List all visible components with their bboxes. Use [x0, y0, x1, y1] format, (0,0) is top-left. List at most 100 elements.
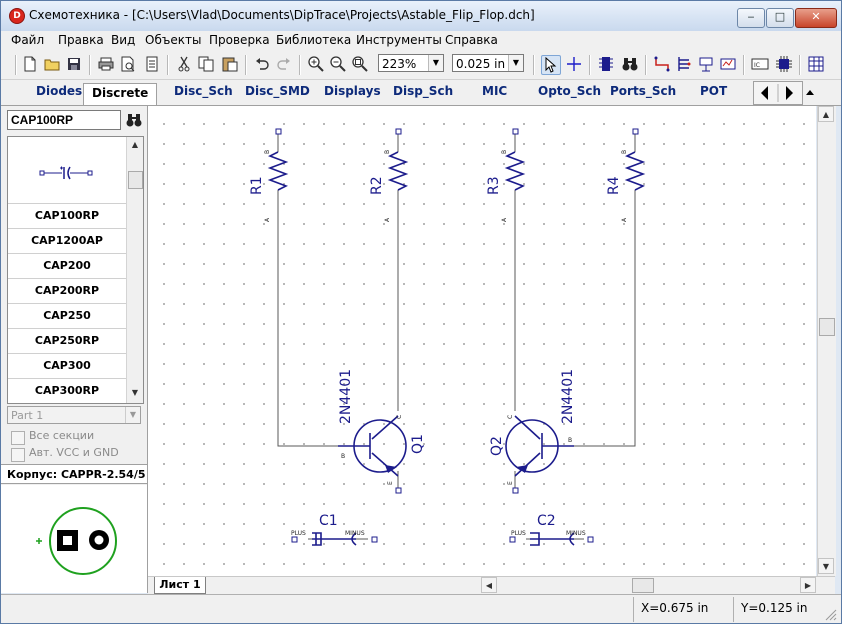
grid-size-value: 0.025 in — [456, 57, 506, 71]
list-item[interactable]: CAP1200AP — [8, 228, 126, 253]
component-list[interactable]: CAP100RP CAP1200AP CAP200 CAP200RP CAP25… — [7, 136, 144, 404]
scroll-thumb[interactable] — [819, 318, 835, 336]
scroll-left-icon[interactable] — [761, 86, 768, 100]
menu-objects[interactable]: Объекты — [145, 33, 202, 47]
list-item[interactable]: CAP200RP — [8, 278, 126, 303]
list-item[interactable]: CAP300 — [8, 353, 126, 378]
part-select[interactable]: Part 1 ▼ — [7, 406, 141, 424]
tab-pot[interactable]: POT — [700, 84, 728, 98]
emitter-arrow-icon — [385, 465, 397, 473]
pin-label: B — [341, 453, 345, 460]
tab-ports-sch[interactable]: Ports_Sch — [610, 84, 677, 98]
tab-displays[interactable]: Displays — [324, 84, 381, 98]
binoculars-icon[interactable] — [125, 111, 143, 129]
list-item[interactable]: CAP200 — [8, 253, 126, 278]
zoom-out-icon[interactable] — [329, 55, 347, 73]
menu-help[interactable]: Справка — [445, 33, 498, 47]
tab-disc-smd[interactable]: Disc_SMD — [245, 84, 310, 98]
print-icon[interactable] — [97, 55, 115, 73]
zoom-select[interactable]: 223% ▼ — [378, 54, 444, 72]
component-preview — [8, 137, 126, 203]
pin-label: E — [387, 481, 394, 485]
tab-mic[interactable]: MIC — [482, 84, 508, 98]
menu-view[interactable]: Вид — [111, 33, 136, 47]
net-label-icon[interactable] — [719, 55, 737, 73]
tab-scroll-control — [753, 81, 803, 105]
pin-label: C — [507, 415, 514, 419]
pin-label: B — [568, 437, 572, 444]
list-item[interactable]: CAP250 — [8, 303, 126, 328]
tab-disp-sch[interactable]: Disp_Sch — [393, 84, 454, 98]
table-icon[interactable] — [807, 55, 825, 73]
place-component-icon[interactable] — [597, 55, 615, 73]
part-value: Part 1 — [11, 409, 44, 422]
all-sections-checkbox[interactable] — [11, 431, 25, 445]
canvas-horizontal-scrollbar: Лист 1 ◀ ▶ — [148, 576, 835, 594]
tab-diodes[interactable]: Diodes — [36, 84, 83, 98]
chip-icon[interactable] — [775, 55, 793, 73]
ic-symbol-icon[interactable]: IC — [751, 55, 769, 73]
undo-icon[interactable] — [253, 55, 271, 73]
menu-verify[interactable]: Проверка — [209, 33, 270, 47]
cut-icon[interactable] — [175, 55, 193, 73]
select-cursor-icon[interactable] — [541, 55, 561, 75]
document-icon[interactable] — [143, 55, 161, 73]
print-preview-icon[interactable] — [119, 55, 137, 73]
scroll-up-icon[interactable]: ▲ — [131, 140, 139, 149]
schematic-canvas[interactable]: R1 R2 R3 R4 2N4401 2N4401 Q1 Q2 C1 C2 B … — [148, 106, 816, 576]
new-file-icon[interactable] — [21, 55, 39, 73]
menu-file[interactable]: Файл — [11, 33, 45, 47]
capacitor-label-c1: C1 — [319, 513, 338, 529]
scroll-down-icon[interactable]: ▼ — [818, 558, 834, 574]
tab-discrete[interactable]: Discrete — [83, 83, 158, 105]
pin-label: A — [264, 217, 271, 222]
pin-label: MINUS — [345, 530, 365, 537]
wire-tool-icon[interactable] — [653, 55, 671, 73]
copy-icon[interactable] — [197, 55, 215, 73]
menu-tools[interactable]: Инструменты — [356, 33, 442, 47]
canvas-vertical-scrollbar[interactable]: ▲ ▼ — [817, 106, 836, 576]
list-item[interactable]: CAP250RP — [8, 328, 126, 353]
paste-icon[interactable] — [221, 55, 239, 73]
scroll-down-icon[interactable]: ▼ — [131, 388, 139, 397]
transistor-value-q2: 2N4401 — [560, 369, 576, 424]
menu-bar: Файл Правка Вид Объекты Проверка Библиот… — [1, 31, 841, 49]
scroll-right-icon[interactable] — [786, 86, 793, 100]
bus-tool-icon[interactable] — [675, 55, 693, 73]
tab-sheet-1[interactable]: Лист 1 — [154, 577, 206, 594]
scroll-thumb[interactable] — [632, 578, 654, 593]
scroll-left-icon[interactable]: ◀ — [481, 577, 497, 593]
binoculars-icon[interactable] — [621, 55, 639, 73]
grid-size-select[interactable]: 0.025 in ▼ — [452, 54, 524, 72]
list-item[interactable]: CAP300RP — [8, 378, 126, 403]
close-button[interactable]: ✕ — [795, 8, 837, 28]
auto-vcc-gnd-checkbox[interactable] — [11, 448, 25, 462]
scroll-up-icon[interactable]: ▲ — [818, 106, 834, 122]
menu-edit[interactable]: Правка — [58, 33, 104, 47]
dropdown-arrow-icon[interactable] — [805, 88, 815, 98]
minimize-button[interactable]: ‒ — [737, 8, 765, 28]
zoom-fit-icon[interactable] — [351, 55, 369, 73]
maximize-button[interactable]: □ — [766, 8, 794, 28]
component-list-scrollbar[interactable]: ▲ ▼ — [126, 137, 143, 403]
pin-label: B — [621, 150, 628, 154]
library-tabbar: Diodes Discrete Disc_Sch Disc_SMD Displa… — [1, 80, 841, 106]
tab-opto-sch[interactable]: Opto_Sch — [538, 84, 602, 98]
chevron-down-icon: ▼ — [508, 55, 523, 71]
net-port-icon[interactable] — [697, 55, 715, 73]
status-bar: X=0.675 in Y=0.125 in — [1, 594, 841, 623]
pin-label: E — [507, 481, 514, 485]
crosshair-icon[interactable] — [565, 55, 583, 73]
tab-disc-sch[interactable]: Disc_Sch — [174, 84, 233, 98]
resize-grip-icon[interactable] — [825, 609, 837, 621]
zoom-in-icon[interactable] — [307, 55, 325, 73]
scroll-right-icon[interactable]: ▶ — [800, 577, 816, 593]
status-x-coord: X=0.675 in — [641, 601, 709, 615]
save-icon[interactable] — [65, 55, 83, 73]
menu-library[interactable]: Библиотека — [276, 33, 352, 47]
redo-icon[interactable] — [275, 55, 293, 73]
list-item[interactable]: CAP100RP — [8, 203, 126, 228]
scroll-thumb[interactable] — [128, 171, 143, 189]
open-folder-icon[interactable] — [43, 55, 61, 73]
component-search-input[interactable] — [7, 110, 121, 130]
